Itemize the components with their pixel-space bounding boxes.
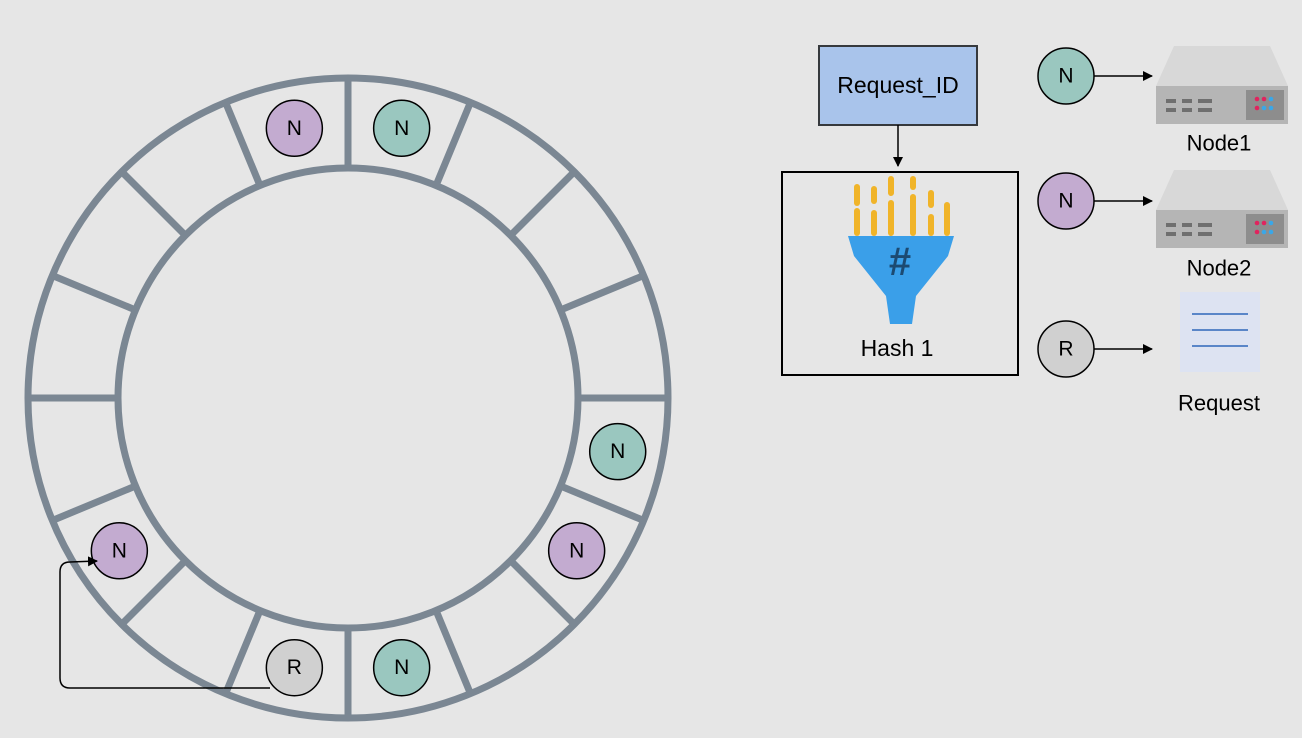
ring-divider — [559, 272, 645, 314]
marker-circle — [90, 522, 149, 580]
document-icon — [1180, 292, 1260, 372]
ring-node-marker: N — [372, 99, 431, 158]
request-to-node-arrow — [59, 556, 270, 689]
marker-letter: N — [394, 656, 409, 679]
marker-letter: N — [569, 539, 584, 562]
server-icon — [1156, 170, 1288, 248]
hash-flow: Request_ID # Hash 1 — [781, 45, 1019, 376]
marker-circle — [588, 422, 647, 481]
ring-divider — [222, 609, 264, 695]
server-icon — [1156, 46, 1288, 124]
ring-node-marker: N — [372, 638, 431, 697]
request-id-label: Request_ID — [837, 72, 958, 98]
marker-circle — [265, 99, 324, 158]
ring-inner-edge — [114, 164, 582, 632]
legend-marker-letter: R — [1058, 338, 1073, 361]
ring-node-marker: N — [265, 99, 324, 158]
marker-circle — [547, 522, 606, 580]
hash-ring: N N N N N R N — [24, 74, 672, 722]
marker-circle — [372, 638, 431, 697]
ring-divider — [508, 558, 577, 627]
marker-letter: N — [394, 117, 409, 140]
legend-row: R Request — [1037, 292, 1260, 416]
ring-divider — [508, 169, 577, 238]
ring-dividers — [28, 78, 668, 718]
marker-letter: N — [610, 440, 625, 463]
hash-funnel-icon: # — [848, 176, 954, 324]
legend-marker-letter: N — [1058, 65, 1073, 88]
legend-label: Node1 — [1187, 131, 1252, 156]
ring-markers: N N N N N R N — [90, 99, 647, 697]
ring-divider — [432, 101, 474, 187]
marker-circle — [265, 638, 324, 697]
ring-divider — [51, 272, 137, 314]
ring-divider — [119, 169, 188, 238]
ring-divider — [559, 482, 645, 524]
legend-label: Node2 — [1187, 256, 1252, 281]
ring-request-marker: R — [265, 638, 324, 697]
ring-node-marker: N — [90, 522, 149, 580]
request-id-box — [818, 45, 978, 126]
svg-text:#: # — [889, 240, 911, 284]
ring-divider — [51, 482, 137, 524]
legend-row: N Node1 — [1037, 46, 1288, 156]
ring-node-marker: N — [547, 522, 606, 580]
legend-label: Request — [1178, 391, 1260, 416]
marker-letter: N — [112, 539, 127, 562]
ring-divider — [119, 558, 188, 627]
marker-circle — [372, 99, 431, 158]
ring-divider — [222, 101, 264, 187]
ring-divider — [432, 609, 474, 695]
legend-marker-letter: N — [1058, 190, 1073, 213]
legend-row: N Node2 — [1037, 170, 1288, 281]
ring-node-marker: N — [588, 422, 647, 481]
hash-function-box — [781, 171, 1019, 376]
marker-letter: R — [287, 656, 302, 679]
marker-letter: N — [287, 117, 302, 140]
hash-function-label: Hash 1 — [861, 335, 934, 361]
